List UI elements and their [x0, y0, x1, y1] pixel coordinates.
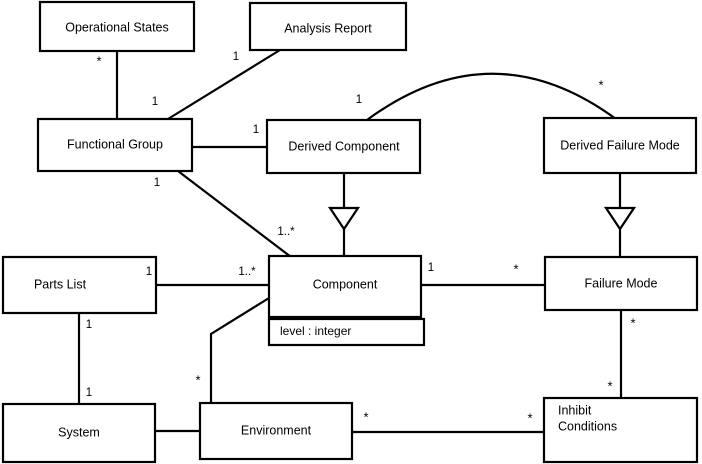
- generalization-triangle-icon: [327, 206, 361, 231]
- multiplicity-label-mult-env-inhibit-left: *: [363, 409, 368, 424]
- class-box-rect: [265, 118, 422, 175]
- class-name-label: Derived Failure Mode: [560, 138, 680, 152]
- multiplicity-label-mult-failure-mode-star: *: [513, 261, 518, 276]
- multiplicity-label-mult-fg-derived-comp-1: 1: [253, 124, 259, 136]
- multiplicity-label-mult-sys-1: 1: [86, 387, 92, 399]
- multiplicity-label-mult-component-fm-1: 1: [428, 262, 434, 274]
- generalization-triangle-icon: [603, 206, 637, 231]
- class-box-rect: [542, 396, 699, 464]
- class-name-label: Environment: [241, 423, 312, 437]
- association-derived-component-component-generalization: [327, 173, 361, 256]
- class-box-system[interactable]: System: [1, 402, 157, 464]
- association-functional-group-component: [177, 170, 292, 258]
- class-box-parts-list[interactable]: Parts List: [1, 255, 158, 315]
- multiplicity-label-mult-fg-top-1: 1: [152, 96, 158, 108]
- association-derived-component-derived-failure-mode: [366, 72, 617, 121]
- class-name-label: Parts List: [34, 277, 87, 291]
- multiplicity-label-mult-derived-fm-arc-star: *: [598, 77, 603, 92]
- class-name-label: Derived Component: [288, 139, 400, 153]
- multiplicity-label-mult-fm-inhibit-star: *: [630, 315, 635, 330]
- class-name-label: Failure Mode: [585, 276, 658, 290]
- class-box-rect: [542, 116, 698, 175]
- class-box-component[interactable]: Component level : integer: [267, 254, 426, 347]
- class-name-label: Operational States: [65, 20, 169, 34]
- class-name-label: Conditions: [558, 419, 617, 433]
- multiplicity-label-mult-component-parts-1star: 1..*: [238, 266, 256, 278]
- association-layer: [77, 49, 637, 434]
- class-name-label: Analysis Report: [284, 21, 372, 35]
- class-box-functional-group[interactable]: Functional Group: [36, 117, 194, 173]
- class-box-environment[interactable]: Environment: [198, 401, 354, 461]
- class-box-analysis-report[interactable]: Analysis Report: [248, 1, 408, 52]
- class-box-rect: [543, 255, 699, 312]
- multiplicity-label-mult-inhibit-fm-star: *: [607, 378, 612, 393]
- class-name-label: System: [58, 425, 100, 439]
- class-box-derived-failure-mode[interactable]: Derived Failure Mode: [542, 116, 698, 175]
- multiplicity-layer: * 1 1 1 * 1 1 1..* 1 1..* 1 * 1 * * 1 * * *: [86, 51, 636, 425]
- class-box-rect: [1, 255, 158, 315]
- class-box-rect: [38, 0, 196, 53]
- class-box-rect: [36, 117, 194, 173]
- multiplicity-label-mult-op-states-star: *: [96, 53, 101, 68]
- multiplicity-label-mult-derived-comp-arc-1: 1: [356, 94, 362, 106]
- class-box-derived-component[interactable]: Derived Component: [265, 118, 422, 175]
- class-box-rect: [267, 254, 423, 319]
- multiplicity-label-mult-parts-list-sys-1: 1: [86, 319, 92, 331]
- class-box-rect: [248, 1, 408, 52]
- class-attribute-label: level : integer: [280, 324, 351, 338]
- multiplicity-label-mult-analysis-report-1: 1: [233, 51, 239, 63]
- class-box-failure-mode[interactable]: Failure Mode: [543, 255, 699, 312]
- association-path: [209, 297, 270, 403]
- class-name-label: Component: [313, 277, 378, 291]
- association-path: [167, 49, 281, 120]
- multiplicity-label-mult-parts-list-1: 1: [146, 266, 152, 278]
- class-box-rect: [198, 401, 354, 461]
- class-name-label: Inhibit: [558, 403, 592, 417]
- multiplicity-label-mult-component-fg-1star: 1..*: [277, 226, 295, 238]
- class-box-operational-states[interactable]: Operational States: [38, 0, 196, 53]
- association-path: [366, 72, 617, 121]
- multiplicity-label-mult-env-component-star: *: [195, 372, 200, 387]
- multiplicity-label-mult-env-inhibit-right: *: [527, 410, 532, 425]
- association-path: [177, 170, 292, 258]
- association-component-environment: [209, 297, 270, 403]
- class-name-label: Functional Group: [67, 137, 163, 151]
- multiplicity-label-mult-fg-bottom-1: 1: [154, 177, 160, 189]
- association-analysis-report-functional-group: [167, 49, 281, 120]
- class-attribute-compartment: [267, 317, 426, 347]
- class-box-rect: [1, 402, 157, 464]
- association-derived-failure-mode-failure-mode-generalization: [603, 173, 637, 257]
